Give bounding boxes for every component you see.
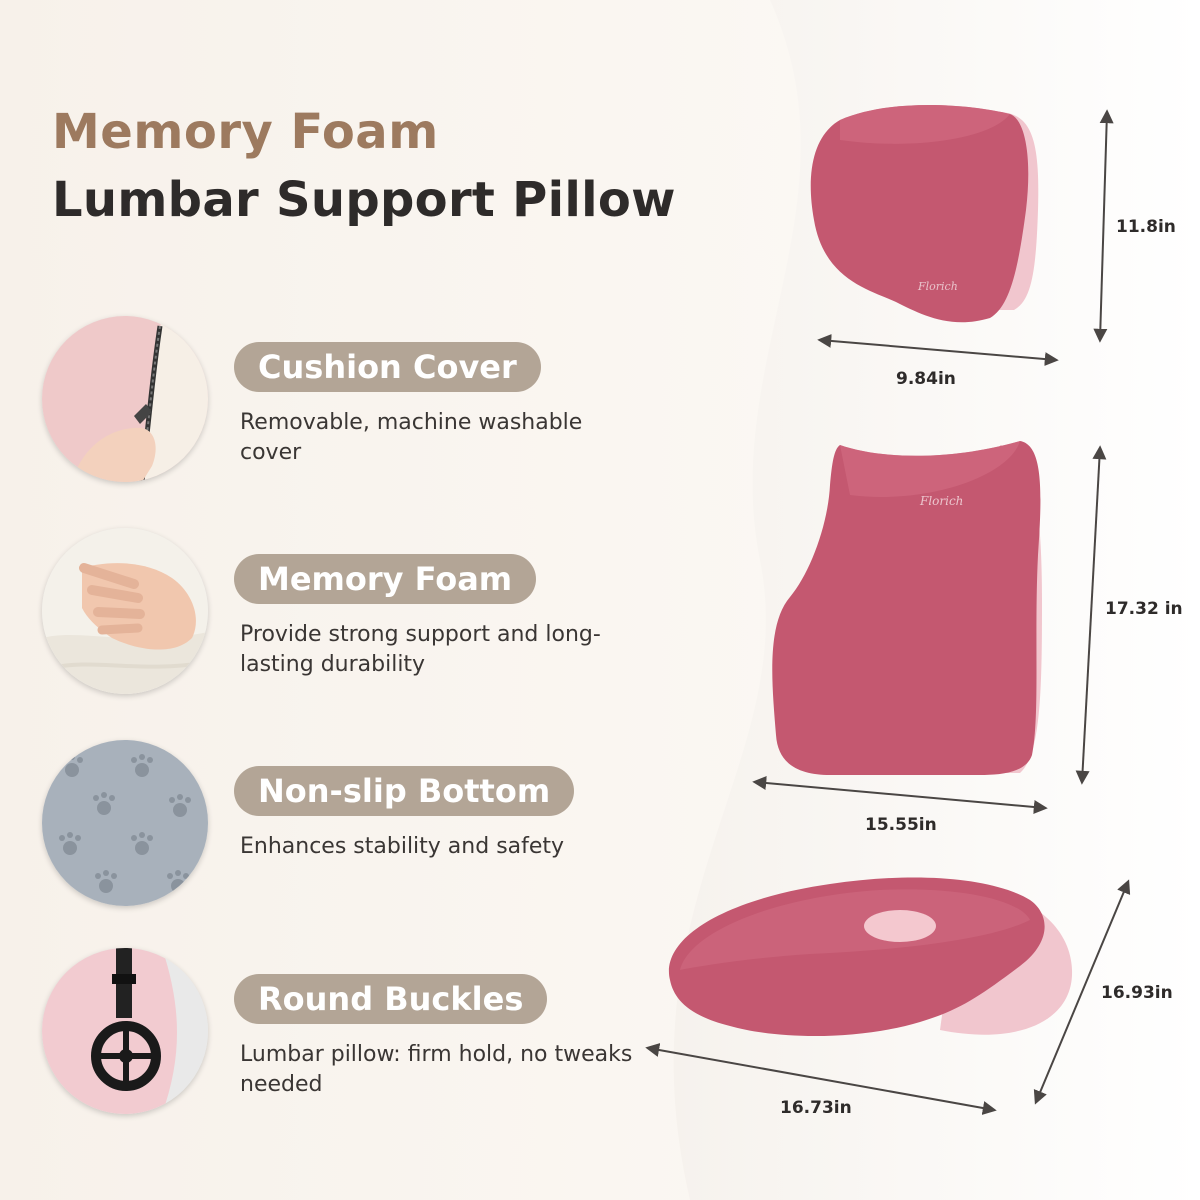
seat-depth-label: 16.93in xyxy=(1101,983,1173,1003)
feature-description: Enhances stability and safety xyxy=(240,834,565,859)
lumbar-pillow-image: Florich xyxy=(772,441,1042,775)
feature-label-pill: Memory Foam xyxy=(234,554,537,604)
brand-logo-headrest: Florich xyxy=(917,280,958,293)
paw-print-grip-icon xyxy=(42,740,208,906)
headrest-width-label: 9.84in xyxy=(896,369,956,389)
feature-non-slip-bottom: Non-slip Bottom Enhances stability and s… xyxy=(0,740,660,910)
title-line-memory-foam: Memory Foam xyxy=(52,104,439,160)
lumbar-height-label: 17.32 in xyxy=(1105,599,1183,619)
headrest-pillow-image: Florich xyxy=(810,105,1039,323)
feature-memory-foam: Memory Foam Provide strong support and l… xyxy=(0,528,660,698)
brand-logo-lumbar: Florich xyxy=(919,494,963,508)
seat-width-label: 16.73in xyxy=(780,1098,852,1118)
feature-description: Lumbar pillow: firm hold, no tweaks need… xyxy=(240,1042,633,1097)
headrest-height-label: 11.8in xyxy=(1116,217,1176,237)
feature-description: Provide strong support and long-lasting … xyxy=(240,622,601,677)
feature-label-pill: Round Buckles xyxy=(234,974,548,1024)
hand-press-foam-icon xyxy=(42,528,208,694)
lumbar-width-label: 15.55in xyxy=(865,815,937,835)
title-line-lumbar-support-pillow: Lumbar Support Pillow xyxy=(52,172,676,228)
feature-label-pill: Non-slip Bottom xyxy=(234,766,575,816)
feature-cushion-cover: Cushion Cover Removable, machine washabl… xyxy=(0,316,660,486)
feature-label-pill: Cushion Cover xyxy=(234,342,541,392)
zipper-cover-icon xyxy=(42,316,208,482)
feature-description: Removable, machine washable cover xyxy=(240,410,583,465)
seat-cushion-image xyxy=(668,877,1073,1037)
feature-round-buckles: Round Buckles Lumbar pillow: firm hold, … xyxy=(0,948,660,1118)
round-buckle-strap-icon xyxy=(42,948,208,1114)
